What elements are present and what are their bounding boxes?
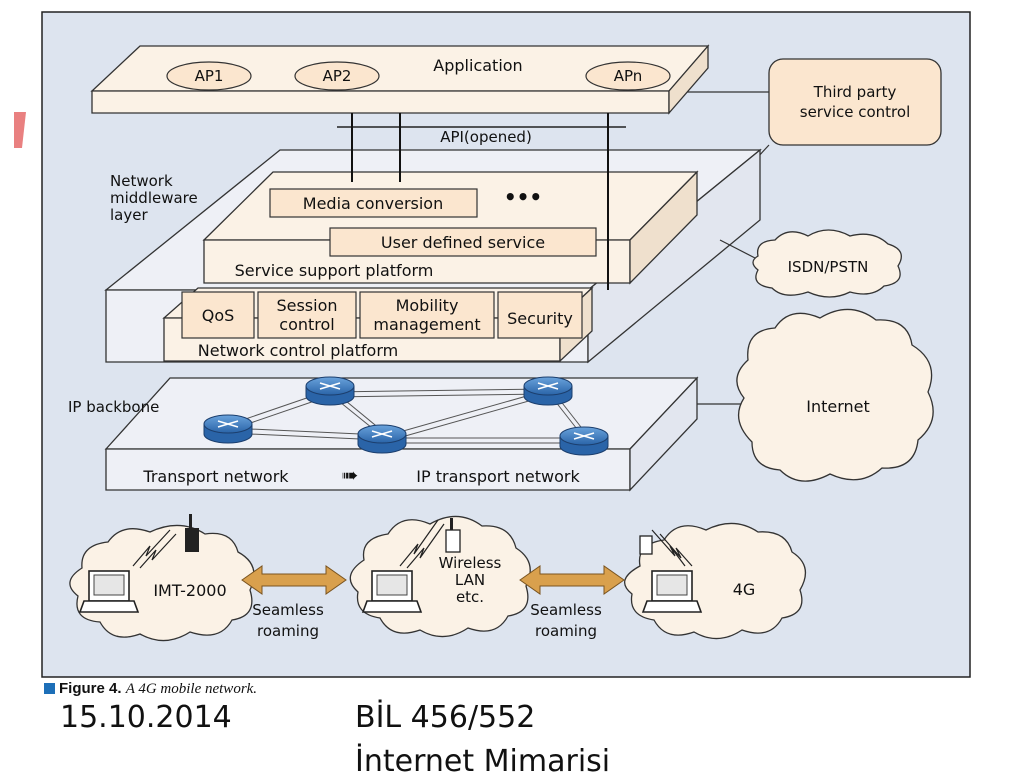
- security-box: [497, 291, 583, 339]
- router-icon: [305, 376, 355, 406]
- roaming-arrow: [241, 565, 347, 595]
- access-point-icon: [445, 518, 461, 553]
- caption-text: A 4G mobile network.: [125, 681, 258, 697]
- caption-label: Figure 4.: [59, 680, 122, 697]
- svg-text:LAN: LAN: [455, 571, 485, 589]
- svg-text:IMT-2000: IMT-2000: [153, 581, 226, 600]
- qos-box: [181, 291, 255, 339]
- svg-text:roaming: roaming: [257, 622, 319, 640]
- transport-network-label: Transport network: [142, 467, 289, 486]
- svg-text:Wireless: Wireless: [439, 554, 502, 572]
- svg-text:4G: 4G: [733, 580, 756, 599]
- svg-text:control: control: [279, 315, 334, 334]
- control-platform-title: Network control platform: [198, 341, 398, 360]
- svg-text:Media conversion: Media conversion: [303, 194, 443, 213]
- router-icon: [203, 414, 253, 444]
- svg-text:QoS: QoS: [202, 306, 235, 325]
- middleware-block: Media conversion ••• User defined servic…: [104, 148, 762, 364]
- mobile-phone-icon: [185, 514, 199, 552]
- app-ap1: [166, 61, 252, 91]
- service-platform-title: Service support platform: [235, 261, 434, 280]
- app-apn: [585, 61, 671, 91]
- svg-text:AP1: AP1: [195, 67, 224, 85]
- svg-text:layer: layer: [110, 206, 148, 224]
- ip-backbone-label: IP backbone: [68, 398, 159, 416]
- svg-text:management: management: [373, 315, 480, 334]
- media-conversion-box: [269, 188, 478, 218]
- router-icon: [523, 376, 573, 406]
- mobility-management-box: [359, 291, 495, 339]
- application-layer: AP1 AP2 Application APn: [90, 44, 710, 115]
- ellipsis: •••: [504, 185, 542, 209]
- footer-date: 15.10.2014: [60, 700, 232, 735]
- svg-text:APn: APn: [614, 67, 643, 85]
- svg-text:middleware: middleware: [110, 189, 198, 207]
- app-ap2: [294, 61, 380, 91]
- laptop-icon: [78, 570, 140, 613]
- svg-text:roaming: roaming: [535, 622, 597, 640]
- user-defined-service-box: [329, 227, 597, 257]
- laptop-icon: [361, 570, 423, 613]
- ip-transport-network-label: IP transport network: [416, 467, 580, 486]
- api-label: API(opened): [440, 128, 532, 146]
- ip-backbone: IP backbone: [68, 376, 699, 492]
- svg-text:Session: Session: [276, 296, 337, 315]
- access-point-icon: [639, 535, 653, 555]
- application-title: Application: [433, 56, 522, 75]
- transport-arrow-icon: ➠: [342, 463, 359, 487]
- internet-cloud: Internet: [736, 308, 934, 482]
- svg-text:ISDN/PSTN: ISDN/PSTN: [788, 258, 869, 276]
- svg-text:User defined service: User defined service: [381, 233, 545, 252]
- svg-text:AP2: AP2: [323, 67, 352, 85]
- svg-text:Internet: Internet: [806, 397, 870, 416]
- svg-text:Mobility: Mobility: [396, 296, 459, 315]
- router-icon: [357, 424, 407, 454]
- slide-decoration: [14, 112, 26, 148]
- router-icon: [559, 426, 609, 456]
- isdn-pstn-cloud: ISDN/PSTN: [752, 229, 902, 298]
- svg-text:Security: Security: [507, 309, 573, 328]
- session-control-box: [257, 291, 357, 339]
- caption-bullet-icon: [44, 683, 55, 694]
- roaming-arrow: [519, 565, 625, 595]
- footer-subtitle: İnternet Mimarisi: [355, 744, 611, 779]
- third-party-line1: Third party: [813, 83, 897, 101]
- svg-text:Seamless: Seamless: [530, 601, 602, 619]
- third-party-line2: service control: [800, 103, 911, 121]
- footer-course: BİL 456/552: [355, 700, 536, 735]
- figure-caption: Figure 4. A 4G mobile network.: [44, 680, 257, 698]
- laptop-icon: [641, 570, 703, 613]
- third-party-box: Third party service control: [768, 58, 942, 146]
- svg-text:Seamless: Seamless: [252, 601, 324, 619]
- wireless-signal-icon: [132, 519, 693, 569]
- svg-text:Network: Network: [110, 172, 173, 190]
- svg-text:etc.: etc.: [456, 588, 484, 606]
